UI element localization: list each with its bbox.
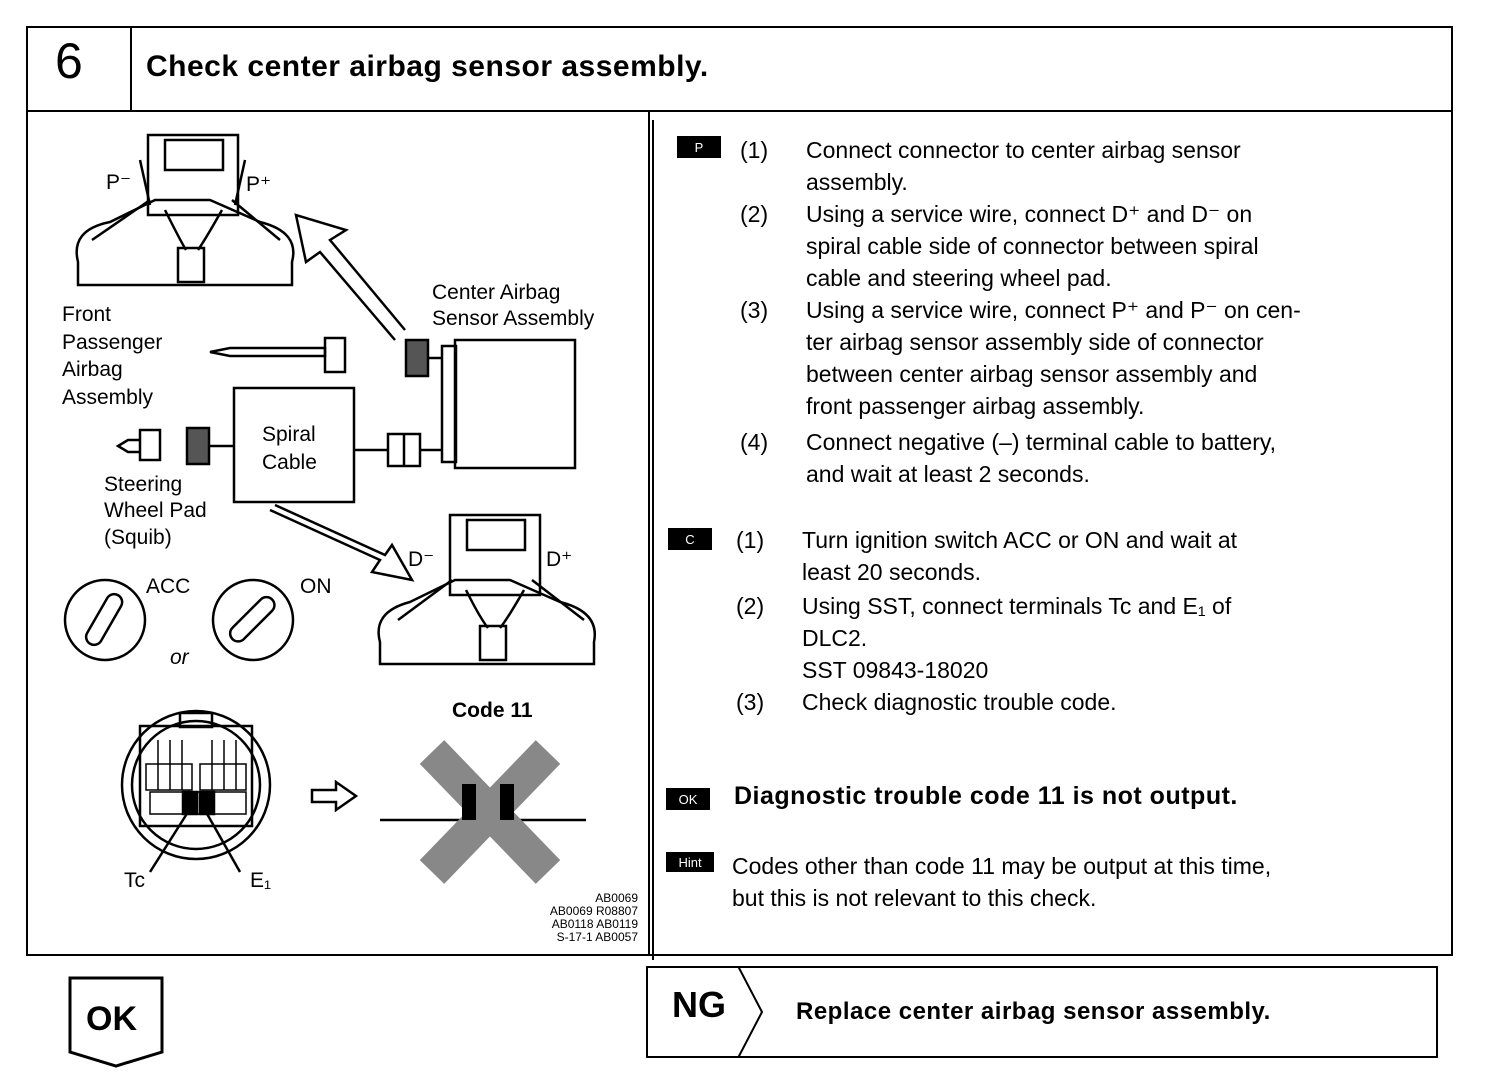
reference-code-1: AB0069	[595, 891, 638, 905]
label-steering-1: Steering	[104, 473, 183, 496]
arrow-down-icon	[269, 503, 415, 582]
label-d-plus: D⁺	[546, 548, 573, 571]
ng-chevron-icon	[737, 966, 764, 1058]
arrow-right-icon	[310, 779, 359, 813]
ok-branch-label: OK	[86, 1000, 137, 1038]
label-or: or	[170, 646, 189, 669]
step-number-box	[26, 26, 132, 112]
label-spiral-1: Spiral	[262, 423, 316, 446]
column-divider	[648, 112, 650, 956]
airbag-sensor-illustration	[63, 133, 597, 884]
step-number: 6	[55, 33, 83, 89]
step-title: Check center airbag sensor assembly.	[146, 50, 709, 83]
label-front-passenger-2: Passenger	[62, 331, 163, 354]
dlc2-connector-icon	[120, 709, 272, 861]
label-center-airbag-2: Sensor Assembly	[432, 307, 595, 330]
label-front-passenger-1: Front	[62, 303, 112, 326]
ignition-on-icon	[211, 578, 295, 662]
ignition-acc-icon	[63, 578, 147, 662]
ok-result-text: Diagnostic trouble code 11 is not output…	[734, 782, 1238, 810]
ng-branch-label: NG	[672, 984, 726, 1025]
label-p-plus: P⁺	[246, 173, 272, 196]
badge-check: C	[668, 528, 712, 550]
label-tc: Tc	[124, 869, 145, 892]
code-pulse-icon	[462, 784, 476, 820]
label-spiral-2: Cable	[262, 451, 317, 474]
front-passenger-airbag-shape	[209, 346, 327, 358]
label-acc: ACC	[146, 575, 191, 598]
arrow-up-icon	[294, 213, 406, 341]
cross-mark-icon	[419, 740, 561, 884]
label-steering-3: (Squib)	[104, 526, 172, 549]
connector-body-bottom	[448, 513, 542, 597]
label-p-minus: P⁻	[106, 171, 132, 194]
ok-branch-box	[68, 976, 164, 1068]
ng-action-text: Replace center airbag sensor assembly.	[796, 998, 1271, 1025]
label-front-passenger-4: Assembly	[62, 386, 154, 409]
ng-branch-box	[646, 966, 1438, 1058]
reference-code-2: AB0069 R08807	[549, 904, 638, 918]
center-sensor-box	[453, 338, 577, 470]
reference-code-3: AB0118 AB0119	[551, 917, 638, 931]
divider-right-top	[652, 120, 654, 960]
badge-prepare: P	[677, 136, 721, 158]
connector-housing-bottom	[377, 578, 597, 666]
label-front-passenger-3: Airbag	[62, 358, 123, 381]
badge-ok: OK	[666, 788, 710, 810]
label-center-airbag-1: Center Airbag	[432, 281, 561, 304]
label-code-11: Code 11	[452, 699, 533, 722]
label-on: ON	[300, 575, 332, 598]
label-steering-2: Wheel Pad	[104, 499, 207, 522]
label-d-minus: D⁻	[408, 548, 435, 571]
reference-code-4: S-17-1 AB0057	[556, 930, 638, 944]
connector-body-top	[146, 133, 240, 217]
connector-housing-top	[75, 198, 295, 287]
label-e1: E₁	[250, 869, 272, 892]
badge-hint: Hint	[666, 852, 714, 872]
